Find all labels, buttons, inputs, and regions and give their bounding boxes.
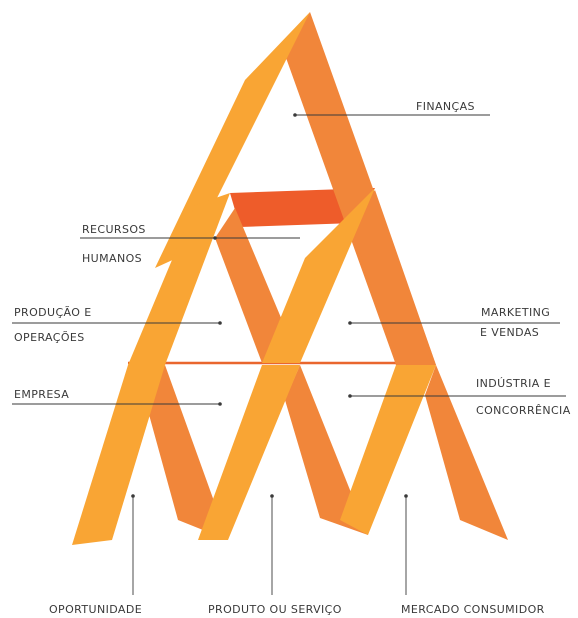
producao-leader-dot [218,321,222,325]
oportunidade-leader-dot [131,494,135,498]
mercado-label: MERCADO CONSUMIDOR [401,603,545,616]
recursos-leader-dot [213,236,217,240]
empresa-leader-dot [218,402,222,406]
marketing-leader-dot [348,321,352,325]
produto-leader-dot [270,494,274,498]
mercado-ribbon [425,365,508,540]
marketing-label-line2: E VENDAS [480,326,539,339]
structure-shapes [72,12,508,545]
mercado-leader-dot [404,494,408,498]
financas-label: FINANÇAS [416,100,475,113]
empresa-label: EMPRESA [14,388,69,401]
producao-label-line2: OPERAÇÕES [14,331,85,344]
oportunidade-label: OPORTUNIDADE [49,603,142,616]
marketing-label-line1: MARKETING [481,306,550,319]
right-upper-ribbon [350,190,436,365]
empresa-ribbon [72,365,165,545]
industria-leader-dot [348,394,352,398]
mercado-front-ribbon [340,365,436,535]
industria-label-line2: CONCORRÊNCIA [476,404,571,417]
recursos-label: RECURSOS [82,223,146,236]
industria-label-line1: INDÚSTRIA E [476,377,551,390]
produto-label: PRODUTO OU SERVIÇO [208,603,342,616]
produto-front-ribbon [198,365,300,540]
producao-label-line1: PRODUÇÃO E [14,306,92,319]
financas-leader-dot [293,113,297,117]
humanos-label: HUMANOS [82,252,142,265]
